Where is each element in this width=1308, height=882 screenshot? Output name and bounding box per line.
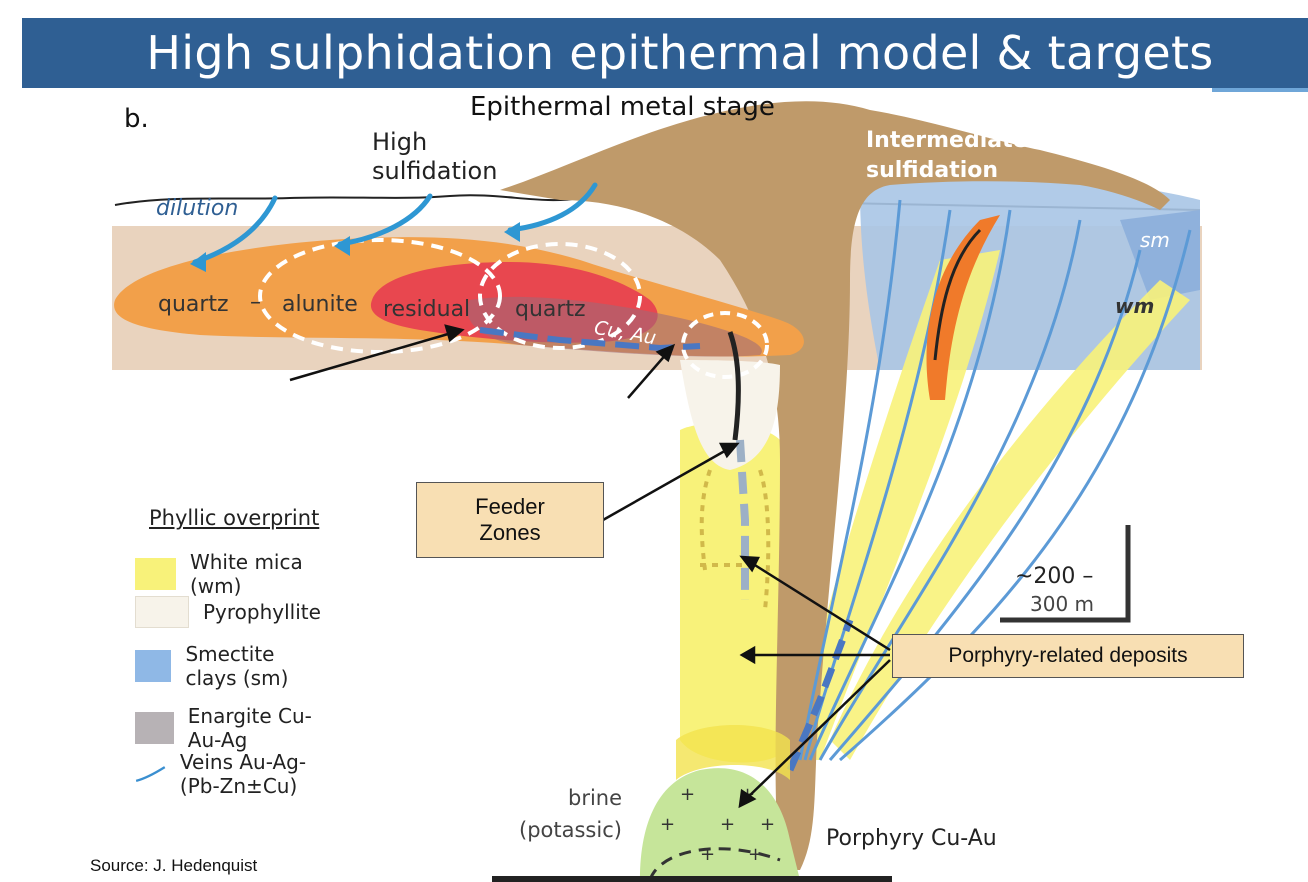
legend-swatch-white-mica (135, 558, 176, 590)
legend-item-veins: Veins Au-Ag-(Pb-Zn±Cu) (135, 750, 319, 798)
pyrophyllite-root (680, 360, 780, 470)
porphyry-related-callout: Porphyry-related deposits (892, 634, 1244, 678)
legend-label: Pyrophyllite (203, 600, 321, 624)
sm-label: sm (1140, 228, 1170, 252)
dotted-outline (699, 469, 771, 611)
legend-item-pyrophyllite: Pyrophyllite (135, 596, 321, 628)
intermediate-orange-vein (926, 215, 1000, 400)
scale-bottom-label: 300 m (1030, 592, 1095, 616)
feeder-vein (727, 331, 741, 441)
legend-swatch-veins (135, 766, 166, 782)
svg-text:+: + (680, 784, 695, 805)
title-accent-strip (1212, 88, 1308, 92)
pointer-arrows (289, 324, 891, 809)
brine-label-line2: (potassic) (519, 818, 622, 842)
potassic-core (640, 768, 800, 880)
potassic-yellow-halo (676, 725, 790, 780)
white-mica-column (680, 423, 790, 763)
stage-title: Epithermal metal stage (470, 92, 775, 122)
legend-item-enargite: Enargite Cu-Au-Ag (135, 704, 319, 752)
alunite-outline (258, 238, 502, 354)
bottom-bar (492, 876, 892, 882)
intrusion-body (500, 101, 1170, 871)
vein-fan (798, 199, 1192, 762)
legend: Phyllic overprint White mica (wm) Pyroph… (135, 506, 321, 798)
residual-label: residual (383, 297, 471, 322)
legend-title: Phyllic overprint (149, 506, 320, 530)
svg-text:+: + (748, 844, 763, 865)
porphyry-cu-au-label: Porphyry Cu-Au (826, 826, 997, 851)
legend-swatch-pyrophyllite (135, 596, 189, 628)
quartz-right-label: quartz (515, 297, 586, 322)
scale-top-label: ~200 – (1015, 564, 1094, 589)
wm-label: wm (1115, 294, 1155, 318)
residual-outline (478, 242, 642, 350)
svg-text:+: + (760, 814, 775, 835)
legend-label: Smectite clays (sm) (185, 642, 289, 690)
svg-text:+: + (720, 814, 735, 835)
legend-label: Enargite Cu-Au-Ag (187, 704, 312, 752)
cu-au-outline (681, 311, 769, 379)
scale-bar (1000, 525, 1131, 623)
enargite-zone (467, 296, 762, 357)
page-title: High sulphidation epithermal model & tar… (146, 26, 1214, 80)
porphyry-related-label: Porphyry-related deposits (948, 644, 1188, 667)
intermediate-sulfidation-line2: sulfidation (866, 158, 999, 183)
source-credit: Source: J. Hedenquist (90, 856, 258, 875)
intermediate-dark-vein (933, 228, 982, 361)
intermediate-sulfidation-line1: Intermediate (866, 128, 1028, 153)
panel-label: b. (124, 104, 149, 134)
legend-item-smectite: Smectite clays (sm) (135, 642, 319, 690)
feeder-zones-line1: Feeder (475, 494, 545, 519)
feeder-zones-callout: Feeder Zones (416, 482, 604, 558)
legend-swatch-smectite (135, 650, 172, 682)
surface-line (114, 194, 1201, 211)
potassic-dashed-rim (648, 847, 781, 881)
conduit-dashed (736, 439, 749, 600)
svg-text:+: + (700, 844, 715, 865)
dilution-arrowheads (190, 222, 520, 272)
high-sulfidation-line1: High (372, 128, 428, 156)
dash-label: – (250, 290, 261, 315)
fan-dashed-vein (786, 618, 854, 772)
feeder-zones-line2: Zones (479, 520, 541, 545)
title-bar: High sulphidation epithermal model & tar… (22, 18, 1308, 92)
alunite-label: alunite (282, 292, 358, 317)
lens-vein (479, 327, 701, 352)
quartz-left-label: quartz (158, 292, 229, 317)
dilution-label: dilution (156, 196, 239, 221)
brine-label-line1: brine (568, 786, 623, 810)
legend-item-white-mica: White mica (wm) (135, 550, 319, 598)
legend-swatch-enargite (135, 712, 174, 744)
svg-text:+: + (660, 814, 675, 835)
high-sulfidation-line2: sulfidation (372, 157, 498, 185)
sm-zone (1120, 210, 1200, 300)
legend-label: White mica (wm) (189, 550, 303, 598)
legend-label: Veins Au-Ag-(Pb-Zn±Cu) (179, 750, 307, 798)
